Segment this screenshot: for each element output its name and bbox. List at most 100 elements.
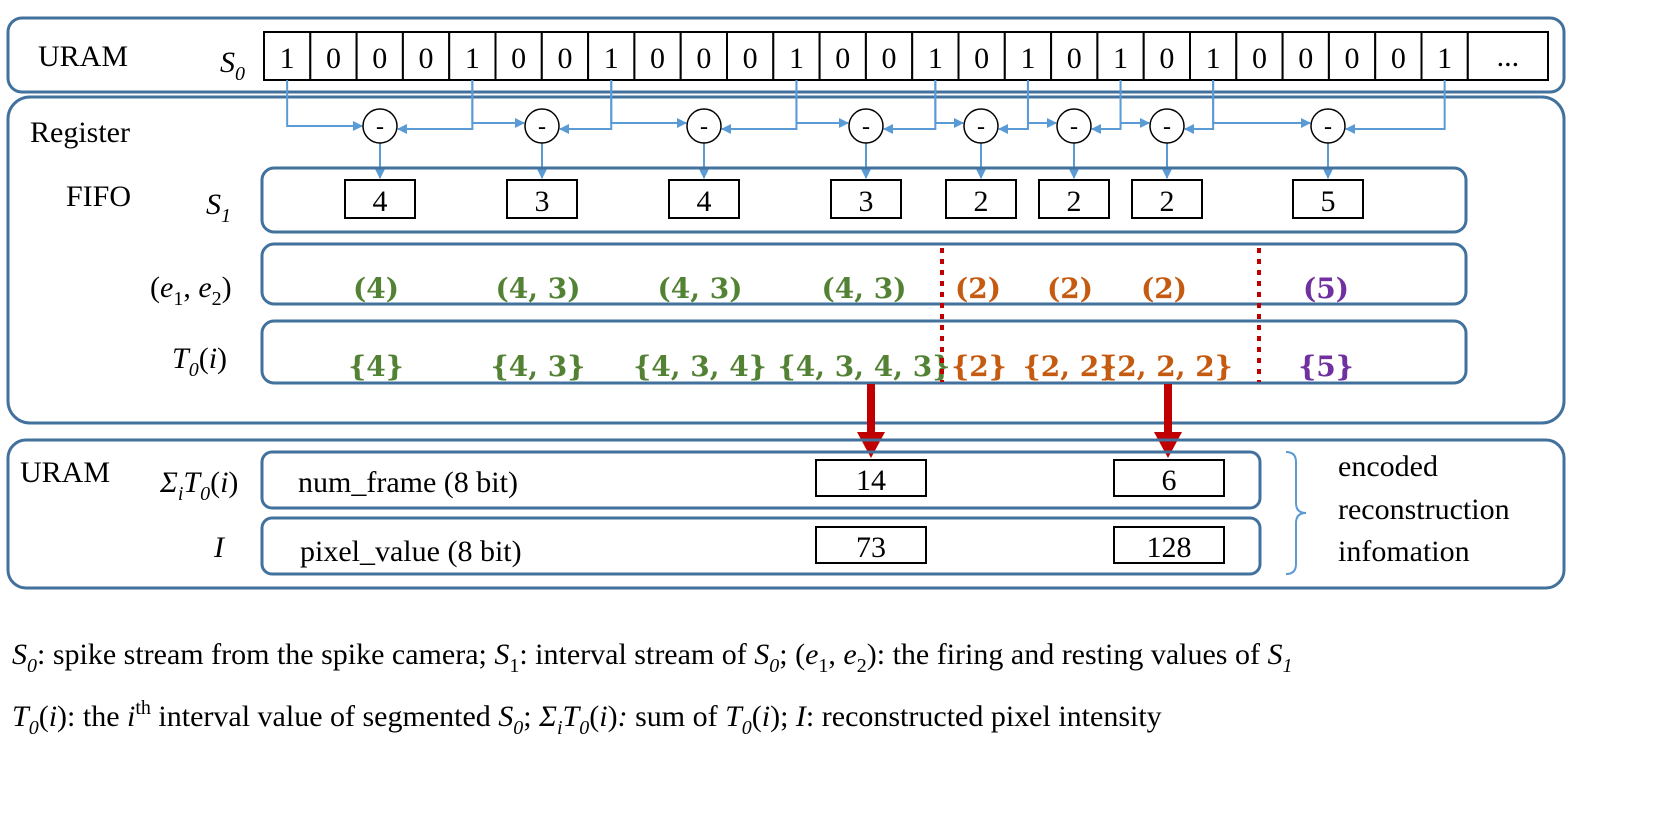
pixel-row-frame: [260, 516, 1262, 576]
bit-value: 0: [1345, 42, 1360, 75]
sum-t-label: ΣiT0(i): [159, 466, 238, 505]
bit-cell: [1420, 31, 1469, 81]
connector-line: [471, 80, 525, 128]
t-value: {4, 3}: [491, 350, 585, 383]
fifo-label: FIFO: [66, 180, 131, 213]
t-value: {2}: [951, 350, 1007, 383]
bit-to-subtractor-connectors: [286, 80, 1446, 179]
bit-cell: [309, 31, 358, 81]
brace-text-line-3: infomation: [1338, 535, 1470, 568]
connector-line: [883, 80, 937, 134]
bit-cell: [1142, 31, 1191, 81]
bit-value: 0: [743, 42, 758, 75]
bit-cell: [1003, 31, 1053, 81]
brace-text-line-2: reconstruction: [1338, 493, 1510, 526]
connector-line: [1119, 80, 1150, 128]
connector-line: [795, 80, 849, 128]
s1-value: 2: [1160, 185, 1175, 218]
subtractor-circle: [686, 108, 722, 144]
caption-line-1: S0: spike stream from the spike camera; …: [12, 638, 1292, 677]
pixel-value-2-text: 128: [1147, 531, 1192, 564]
uram-bottom-label: URAM: [20, 456, 110, 489]
bit-value: 1: [928, 42, 943, 75]
e-value: (5): [1303, 272, 1349, 305]
num-frame-row-frame: [260, 450, 1262, 510]
bit-value: 0: [882, 42, 897, 75]
bit-value: 0: [557, 42, 572, 75]
subtractor-circle: [362, 108, 398, 144]
num-frame-label: num_frame (8 bit): [298, 466, 518, 499]
pixel-value-1: 73: [815, 526, 927, 564]
subtractor-symbol: -: [538, 114, 546, 140]
brace-text-line-1: encoded: [1338, 450, 1438, 483]
connector-line: [998, 80, 1029, 134]
s1-value: 2: [1067, 185, 1082, 218]
connector-line: [397, 80, 474, 134]
connector-line: [934, 80, 964, 128]
subtractor-symbol: -: [862, 114, 870, 140]
bit-cell: [957, 31, 1006, 81]
t-row-values: {4}{4, 3}{4, 3, 4}{4, 3, 4, 3}{2}{2, 2}{…: [348, 350, 1354, 383]
s1-value: 3: [859, 185, 874, 218]
uram-bottom-frame: [6, 438, 1566, 590]
register-label: Register: [30, 116, 130, 149]
caption-line-2: T0(i): the ith interval value of segment…: [12, 697, 1162, 739]
t-value: {4, 3, 4, 3}: [778, 350, 950, 383]
s1-value: 3: [535, 185, 550, 218]
s1-value-box: [1292, 179, 1364, 219]
bit-value: 0: [1391, 42, 1406, 75]
bit-value: 1: [1437, 42, 1452, 75]
s1-value-box: [668, 179, 740, 219]
bit-cell: [1050, 31, 1099, 81]
bit-value: 0: [1298, 42, 1313, 75]
s1-value-box: [945, 179, 1017, 219]
bit-cell: [772, 31, 821, 81]
s1-value: 5: [1321, 185, 1336, 218]
bit-value: 0: [696, 42, 711, 75]
s1-value: 2: [974, 185, 989, 218]
connector-line: [1212, 80, 1311, 128]
connector-line: [1026, 80, 1057, 128]
connector-line: [286, 80, 363, 131]
t-value: {5}: [1298, 350, 1354, 383]
t-row-frame: [260, 319, 1468, 385]
connector-line: [721, 80, 798, 134]
e-row-values: (4)(4, 3)(4, 3)(4, 3)(2)(2)(2)(5): [353, 272, 1349, 305]
bit-value: 0: [1159, 42, 1174, 75]
bit-cell: [633, 31, 682, 81]
s1-value-box: [1038, 179, 1110, 219]
s0-label: S0: [220, 46, 245, 85]
subtractor-circle: [963, 108, 999, 144]
e-value: (4, 3): [658, 272, 743, 305]
s1-value-box: [344, 179, 416, 219]
subtractor-circle: [1149, 108, 1185, 144]
subtractor-circle: [848, 108, 884, 144]
pixel-value-1-text: 73: [856, 531, 886, 564]
ellipsis-text: ...: [1497, 40, 1520, 73]
subtractor-circle: [1056, 108, 1092, 144]
bit-value: 1: [465, 42, 480, 75]
bit-value: 0: [650, 42, 665, 75]
bit-value: 1: [280, 42, 295, 75]
red-arrow-segment-1: [857, 384, 885, 458]
num-frame-value-1-text: 14: [856, 464, 886, 497]
t-value: {4}: [348, 350, 404, 383]
t-value: {2, 2, 2}: [1099, 350, 1232, 383]
bit-cell: [726, 31, 775, 81]
bit-value: 0: [372, 42, 387, 75]
bit-cell: [818, 31, 867, 81]
e-value: (2): [1141, 272, 1187, 305]
e-value: (4): [353, 272, 399, 305]
e-value: (4, 3): [822, 272, 907, 305]
e-value: (2): [1047, 272, 1093, 305]
bit-value: 1: [1020, 42, 1035, 75]
s1-value-box: [1131, 179, 1203, 219]
subtractor-symbol: -: [1324, 114, 1332, 140]
subtractor-symbol: -: [376, 114, 384, 140]
subtractor-symbol: -: [977, 114, 985, 140]
connector-line: [1345, 80, 1446, 134]
i-label: I: [213, 531, 226, 564]
bit-cell: [540, 31, 590, 81]
bit-value: 0: [511, 42, 526, 75]
